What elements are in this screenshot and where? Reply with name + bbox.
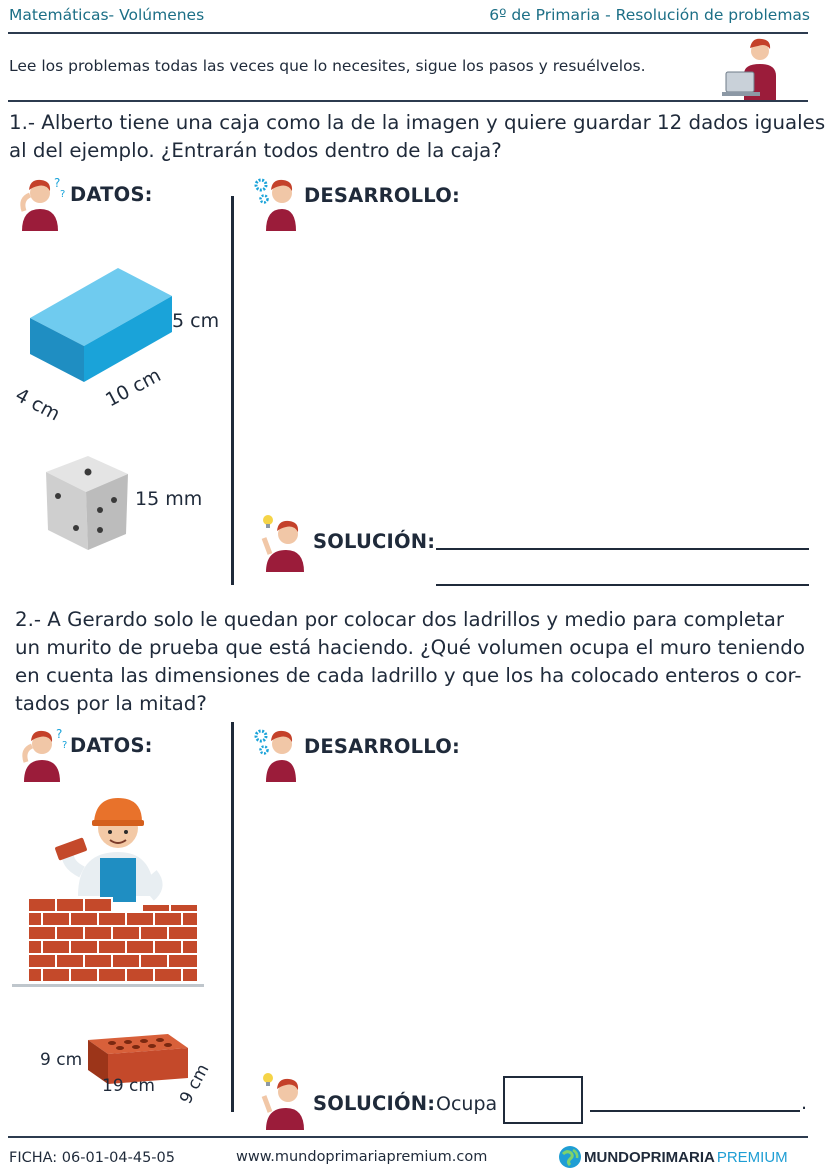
svg-text:?: ? [56,727,62,741]
answer-line[interactable] [590,1110,800,1112]
subject-title: Matemáticas- Volúmenes [9,6,205,24]
idea-student-icon [261,1073,304,1130]
desarrollo-label: DESARROLLO: [304,735,460,758]
ficha-code: FICHA: 06-01-04-45-05 [9,1150,175,1166]
solucion-label: SOLUCIÓN: [313,530,436,553]
answer-line[interactable] [436,548,809,550]
problem2-line: 2.- A Gerardo solo le quedan por colocar… [15,608,785,631]
answer-prefix: Ocupa [436,1093,498,1115]
answer-suffix: . [801,1092,808,1114]
die-illustration [46,456,128,550]
desarrollo-label: DESARROLLO: [304,184,460,207]
brand-primaria: PRIMARIA [640,1149,715,1166]
level-title: 6º de Primaria - Resolución de problemas [489,6,810,24]
brick-illustration [88,1034,188,1084]
problem1-statement: 1.- Alberto tiene una caja como la de la… [9,109,825,165]
problem1-line: al del ejemplo. ¿Entrarán todos dentro d… [9,139,502,162]
problem2-line: un murito de prueba que está haciendo. ¿… [15,636,805,659]
instructions-rule [8,100,808,102]
answer-line[interactable] [436,584,809,586]
header-rule [8,32,808,34]
brand-mundo: MUNDO [584,1149,641,1166]
svg-text:?: ? [60,189,65,200]
working-student-icon [254,729,296,782]
thinking-student-icon: ? ? [20,176,65,231]
die-size-label: 15 mm [135,488,203,510]
idea-student-icon [261,515,304,572]
instructions: Lee los problemas todas las veces que lo… [9,57,646,75]
answer-box[interactable] [503,1076,583,1124]
brand-premium: PREMIUM [716,1149,788,1166]
working-student-icon [254,178,296,231]
solucion-label: SOLUCIÓN: [313,1092,436,1115]
box-depth-label: 4 cm [11,384,64,426]
footer-rule [8,1136,808,1138]
brick-height-label: 9 cm [40,1050,83,1070]
blue-box-illustration [30,268,172,382]
brick-length-label: 19 cm [102,1076,155,1096]
datos-label: DATOS: [70,734,153,757]
box-height-label: 5 cm [172,310,220,332]
builder-wall-illustration [12,798,204,987]
globe-logo-icon [559,1146,581,1168]
student-laptop-icon [722,38,776,100]
problem2-statement: 2.- A Gerardo solo le quedan por colocar… [15,606,805,718]
svg-text:?: ? [62,740,67,751]
datos-label: DATOS: [70,183,153,206]
problem2-divider [231,722,234,1112]
svg-text:?: ? [54,176,60,190]
problem1-divider [231,196,234,585]
problem2-line: en cuenta las dimensiones de cada ladril… [15,664,802,687]
problem1-line: 1.- Alberto tiene una caja como la de la… [9,111,826,134]
problem2-line: tados por la mitad? [15,692,207,715]
thinking-student-icon: ? ? [22,727,67,782]
website-link[interactable]: www.mundoprimariapremium.com [236,1149,488,1165]
